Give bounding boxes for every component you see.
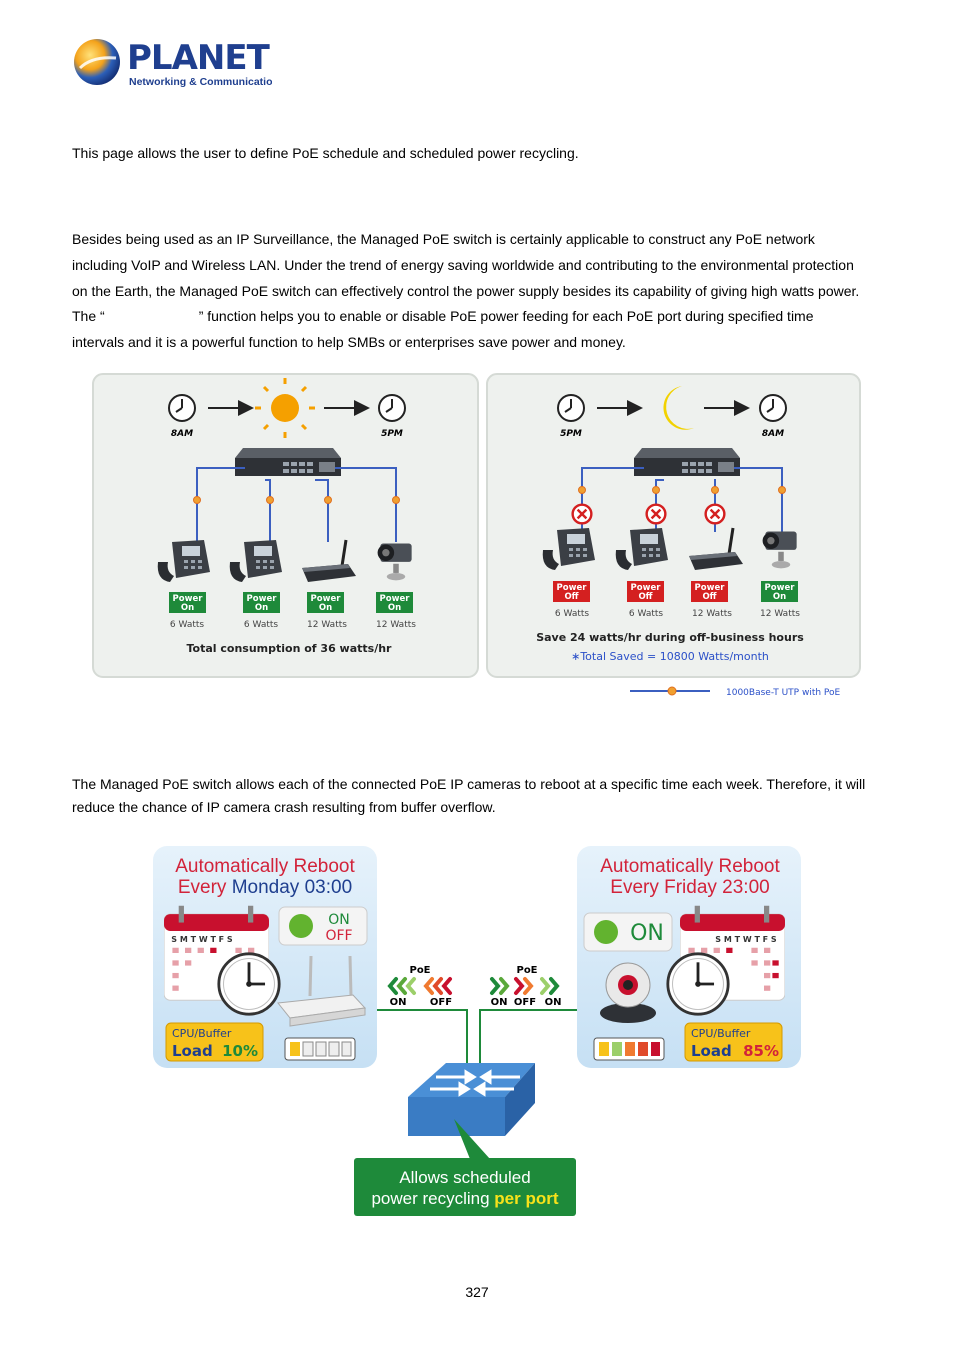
- clock-icon: [666, 952, 730, 1016]
- poe-on-off-on-arrows: [490, 977, 560, 995]
- watts-label: 12 Watts: [692, 609, 732, 619]
- power-off-icon: [645, 503, 667, 525]
- off-label: OFF: [325, 928, 352, 944]
- quote-rest: ” function helps you to enable or disabl…: [198, 308, 814, 324]
- status-top: Power: [311, 594, 342, 604]
- watts-label: 6 Watts: [170, 620, 204, 630]
- poe-schedule-figure: 8AM 5PM Power On Power On Power On Power…: [90, 372, 864, 702]
- night-caption: Save 24 watts/hr during off-business hou…: [536, 631, 804, 644]
- wireless-router: [277, 955, 367, 1027]
- right-title-1: Automatically Reboot: [600, 856, 780, 877]
- poe-left-label: PoE: [409, 965, 430, 976]
- status-bottom: On: [181, 603, 194, 613]
- weekdays: S M T W T F S: [171, 935, 233, 944]
- banner-line-2: power recycling per port: [371, 1189, 558, 1208]
- cpu-load-badge: [165, 1022, 264, 1062]
- poe-switch: [235, 448, 341, 476]
- status-top: Power: [173, 594, 204, 604]
- poe-on-off-arrows: [387, 977, 452, 995]
- status-bottom: Off: [702, 592, 716, 602]
- clock-icon: [168, 394, 196, 422]
- watts-label: 12 Watts: [760, 609, 800, 619]
- status-bottom: On: [255, 603, 268, 613]
- sun-icon: [255, 378, 315, 438]
- power-off-icon: [571, 503, 593, 525]
- load-meter: [593, 1037, 665, 1061]
- load-percent: 10%: [222, 1042, 258, 1060]
- power-icon: [594, 920, 618, 944]
- cpu-load-badge: [684, 1022, 783, 1062]
- load-meter: [284, 1037, 356, 1061]
- page-number: 327: [465, 1284, 489, 1300]
- watts-label: 6 Watts: [244, 620, 278, 630]
- schedule-line-3: on the Earth, the Managed PoE switch can…: [72, 283, 860, 299]
- weekdays: S M T W T F S: [715, 935, 777, 944]
- schedule-line-2: including VoIP and Wireless LAN. Under t…: [72, 257, 854, 273]
- right-title-2: Every Friday 23:00: [610, 877, 769, 898]
- status-bottom: On: [319, 603, 332, 613]
- end-time-label: 8AM: [762, 429, 784, 439]
- end-time-label: 5PM: [381, 429, 403, 439]
- start-time-label: 5PM: [560, 429, 582, 439]
- planet-logo: PLANET Networking & Communication: [72, 36, 279, 92]
- status-bottom: On: [388, 603, 401, 613]
- reboot-line-2: reduce the chance of IP camera crash res…: [72, 799, 496, 815]
- recycling-banner: [354, 1158, 576, 1216]
- watts-label: 6 Watts: [629, 609, 663, 619]
- cpu-label: CPU/Buffer: [172, 1027, 232, 1040]
- power-icon: [289, 914, 313, 938]
- start-time-label: 8AM: [171, 429, 193, 439]
- load-label: Load: [172, 1042, 213, 1060]
- poe-right-on-2: ON: [545, 997, 562, 1008]
- status-top: Power: [557, 583, 588, 593]
- status-top: Power: [695, 583, 726, 593]
- poe-left-off: OFF: [430, 997, 452, 1008]
- schedule-line-4: The “ ” function helps you to enable or d…: [72, 304, 887, 330]
- power-off-icon: [704, 503, 726, 525]
- power-recycling-figure: Automatically Reboot Every Monday 03:00 …: [150, 843, 805, 1223]
- banner-line-1: Allows scheduled: [399, 1168, 530, 1187]
- ptz-camera: [600, 962, 656, 1023]
- status-top: Power: [631, 583, 662, 593]
- watts-label: 12 Watts: [307, 620, 347, 630]
- total-saved: ∗Total Saved = 10800 Watts/month: [571, 650, 769, 663]
- poe-left-on: ON: [390, 997, 407, 1008]
- logo-brand: PLANET: [127, 38, 271, 78]
- watts-label: 6 Watts: [555, 609, 589, 619]
- status-bottom: Off: [638, 592, 652, 602]
- status-top: Power: [380, 594, 411, 604]
- clock-icon: [378, 394, 406, 422]
- poe-switch: [634, 448, 740, 476]
- load-percent: 85%: [743, 1042, 779, 1060]
- on-label: ON: [328, 912, 350, 928]
- status-top: Power: [765, 583, 796, 593]
- cpu-label: CPU/Buffer: [691, 1027, 751, 1040]
- logo-tagline: Networking & Communication: [129, 76, 272, 88]
- planet-globe-icon: PLANET Networking & Communication: [74, 38, 279, 88]
- status-bottom: On: [773, 592, 786, 602]
- poe-right-off: OFF: [514, 997, 536, 1008]
- poe-right-on-1: ON: [491, 997, 508, 1008]
- clock-icon: [759, 394, 787, 422]
- schedule-line-5: intervals and it is a powerful function …: [72, 334, 626, 350]
- load-label: Load: [691, 1042, 732, 1060]
- schedule-line-1: Besides being used as an IP Surveillance…: [72, 231, 815, 247]
- network-switch-icon: [408, 1063, 535, 1136]
- clock-icon: [217, 952, 281, 1016]
- daytime-caption: Total consumption of 36 watts/hr: [187, 642, 393, 655]
- poe-right-label: PoE: [516, 965, 537, 976]
- left-title-2: Every Monday 03:00: [178, 877, 352, 898]
- reboot-line-1: The Managed PoE switch allows each of th…: [72, 776, 866, 792]
- left-title-1: Automatically Reboot: [175, 856, 355, 877]
- on-label: ON: [630, 921, 664, 946]
- intro-text: This page allows the user to define PoE …: [72, 145, 579, 161]
- clock-icon: [557, 394, 585, 422]
- status-bottom: Off: [564, 592, 578, 602]
- legend-label: 1000Base-T UTP with PoE: [726, 688, 841, 698]
- status-top: Power: [247, 594, 278, 604]
- watts-label: 12 Watts: [376, 620, 416, 630]
- quote-open: The “: [72, 308, 105, 324]
